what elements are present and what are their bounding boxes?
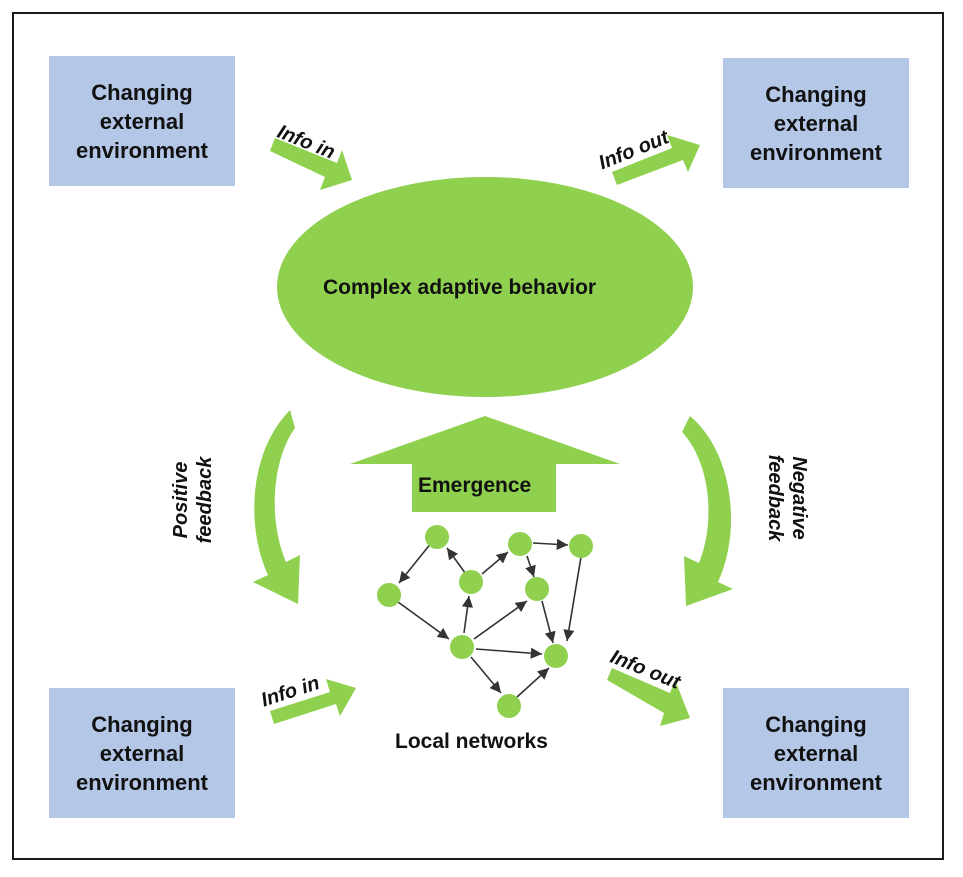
network-edge [516, 667, 550, 698]
network-node [525, 577, 549, 601]
network-node [377, 583, 401, 607]
network-edge [525, 555, 536, 578]
env-box-bottom-right-label: Changing external environment [749, 711, 883, 795]
network-node [459, 570, 483, 594]
complex-adaptive-behavior-ellipse [277, 177, 693, 397]
network-edge [481, 551, 509, 575]
network-edges [397, 536, 582, 698]
info-out-bottom-arrow [607, 668, 690, 726]
network-nodes [377, 525, 593, 718]
env-box-top-right: Changing external environment [723, 58, 909, 188]
network-node [508, 532, 532, 556]
env-box-bottom-right: Changing external environment [723, 688, 909, 818]
network-node [497, 694, 521, 718]
network-edge [470, 656, 502, 694]
env-box-top-right-label: Changing external environment [749, 81, 883, 165]
positive-feedback-label: Positive feedback [170, 456, 216, 544]
negative-feedback-label: Negative feedback [764, 454, 810, 542]
info-out-top-arrow [612, 135, 700, 185]
network-edge [541, 600, 556, 644]
local-networks-label: Local networks [395, 730, 548, 753]
network-edge [397, 601, 450, 640]
env-box-top-left-label: Changing external environment [75, 79, 209, 163]
network-edge [532, 538, 569, 550]
positive-feedback-arrow [253, 410, 300, 604]
env-box-top-left: Changing external environment [49, 56, 235, 186]
network-node [569, 534, 593, 558]
emergence-arrow [350, 416, 620, 512]
env-box-bottom-left: Changing external environment [49, 688, 235, 818]
complex-adaptive-behavior-label: Complex adaptive behavior [323, 276, 597, 299]
network-node [544, 644, 568, 668]
emergence-label: Emergence [418, 474, 532, 497]
network-node [450, 635, 474, 659]
info-in-bottom-arrow [270, 679, 356, 724]
info-in-top-arrow [270, 138, 352, 190]
network-edge [563, 556, 582, 642]
network-edge [473, 600, 528, 640]
negative-feedback-arrow [682, 416, 733, 606]
network-edge [475, 647, 543, 659]
env-box-bottom-left-label: Changing external environment [75, 711, 209, 795]
network-node [425, 525, 449, 549]
network-edge [461, 595, 474, 634]
